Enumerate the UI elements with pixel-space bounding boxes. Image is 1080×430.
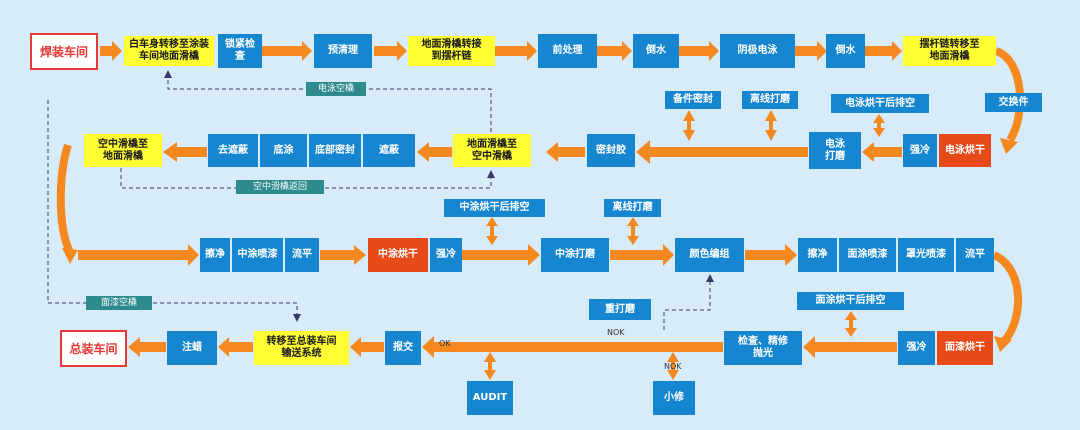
flow-arrow [597,41,632,61]
node-ground-to-pendulum: 地面滑橇转接 到摆杆链 [408,36,495,66]
u-turn-arrow [56,143,74,254]
node-exchange-parts: 交换件 [985,93,1042,112]
topcoat-empty-skid-line [47,100,301,322]
node-topcoat-post-bake-ventilation: 面涂烘干后排空 [797,292,904,310]
node-re-sanding: 重打磨 [589,299,651,320]
node-ep-bake: 电泳烘干 [939,134,991,167]
flow-arrow [417,142,452,162]
node-audit: AUDIT [467,381,513,415]
tag-ep-empty-skid: 电泳空橇 [306,82,366,96]
node-inspect-polish: 检查、精修 抛光 [724,331,802,365]
double-arrow [845,311,857,337]
node-underbody-coating: 底涂 [260,134,307,167]
node-handover: 报交 [385,331,421,365]
flow-arrow [495,41,537,61]
node-lock-check: 锁紧检 查 [218,34,262,68]
node-flash-off-2: 流平 [956,238,994,272]
flow-arrow [862,142,902,162]
flow-arrow [374,41,407,61]
flow-arrow [422,336,723,358]
u-turn-arrow [992,251,1023,343]
flow-arrow [610,244,674,266]
node-clearcoat-spray: 罩光喷漆 [898,238,954,272]
node-minor-repair: 小修 [653,381,695,415]
node-transfer-to-paint: 白车身转移至涂装 车间地面滑橇 [124,36,214,66]
node-sealant: 密封胶 [587,134,635,167]
double-arrow [627,217,639,245]
node-flash-off-1: 流平 [285,238,319,272]
ep-empty-skid-line [164,70,492,132]
flow-arrow [320,245,366,265]
node-masking: 遮蔽 [363,134,415,167]
node-body-shop: 焊装车间 [30,33,98,70]
flow-arrow [350,337,384,357]
tag-overhead-skid-return: 空中滑橇返回 [236,180,324,194]
flow-arrow [462,244,540,266]
decision-ok-label: OK [439,339,451,348]
flow-arrow [636,140,808,164]
double-arrow [765,110,777,141]
u-turn-arrow-head [62,248,78,264]
node-pendulum-to-ground: 摆杆链转移至 地面滑橇 [903,36,996,66]
node-primer-sanding: 中涂打磨 [541,238,609,272]
flow-arrow [262,41,312,61]
node-ground-to-overhead: 地面滑橇至 空中滑橇 [453,134,531,167]
node-offline-sanding-1: 离线打磨 [742,91,798,109]
node-color-grouping: 颜色编组 [675,238,744,272]
decision-nok-label: NOK [607,328,625,337]
u-turn-arrow-head [994,336,1012,352]
u-turn-arrow [994,47,1024,143]
double-arrow [667,352,679,380]
double-arrow [484,352,496,380]
flow-arrow [163,142,207,162]
node-pre-clean: 预清理 [314,34,372,68]
decision-nok-label: NOK [664,362,682,371]
node-wax-injection: 注蜡 [167,331,217,365]
double-arrow [873,114,885,137]
node-underbody-sealing: 底部密封 [309,134,361,167]
double-arrow [683,110,695,141]
node-ep-sanding: 电泳 打磨 [809,132,861,169]
flow-arrow [679,41,719,61]
tag-topcoat-empty-skid: 面漆空橇 [86,296,152,310]
flow-arrow [100,41,122,61]
flow-arrow [865,41,902,61]
flow-arrow [78,244,199,266]
node-topcoat-spray: 面涂喷漆 [839,238,896,272]
node-drain-1: 倒水 [633,34,679,68]
flow-arrow [128,337,166,357]
node-pretreatment: 前处理 [538,34,597,68]
node-primer-post-bake-ventilation: 中涂烘干后排空 [444,199,545,217]
node-primer-spray: 中涂喷漆 [232,238,283,272]
node-primer-strong-cool: 强冷 [430,238,462,272]
double-arrow [486,217,498,245]
node-ep-strong-cool: 强冷 [903,134,937,167]
node-ep-post-bake-ventilation: 电泳烘干后排空 [831,94,929,113]
node-assembly-shop: 总装车间 [60,330,127,367]
flow-arrow [745,244,797,266]
node-wipe-2: 擦净 [798,238,837,272]
flow-arrow [803,336,897,358]
node-wipe-1: 擦净 [200,238,230,272]
node-transfer-to-assembly: 转移至总装车间 输送系统 [254,331,349,365]
node-parts-sealing: 备件密封 [665,91,721,109]
re-sanding-return-line [663,274,714,330]
u-turn-arrow-head [1000,138,1018,154]
node-offline-sanding-2: 离线打磨 [604,199,661,217]
flow-arrow [546,142,585,162]
node-overhead-to-ground: 空中滑橇至 地面滑橇 [84,134,162,167]
node-cathodic-ep: 阴极电泳 [720,34,795,68]
flow-arrow [218,337,253,357]
node-drain-2: 倒水 [826,34,865,68]
node-unmasking: 去遮蔽 [208,134,258,167]
node-topcoat-strong-cool: 强冷 [898,331,935,365]
node-topcoat-bake: 面漆烘干 [937,331,993,365]
node-primer-bake: 中涂烘干 [368,238,428,272]
flow-arrow [795,41,827,61]
